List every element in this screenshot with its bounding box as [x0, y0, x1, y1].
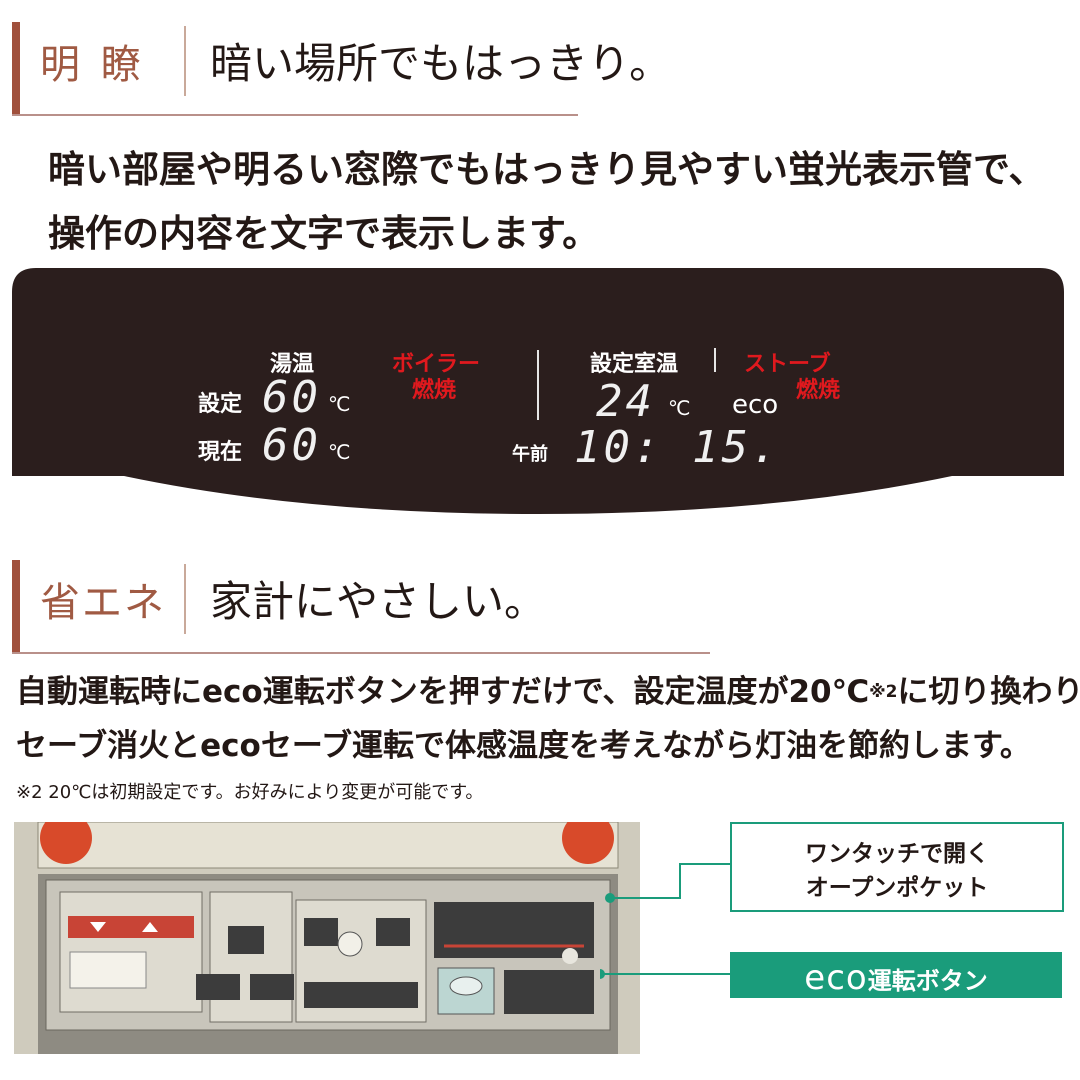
boiler-burn-label: 燃焼: [412, 378, 457, 403]
section-tag: 明 瞭: [40, 42, 145, 88]
clarity-body-line-1: 暗い部屋や明るい窓際でもはっきり見やすい蛍光表示管で、: [48, 148, 1046, 191]
heading-underline: [12, 114, 578, 116]
section-title: 家計にやさしい。: [210, 577, 547, 626]
heading-accent-bar: [12, 560, 20, 654]
room-temp-unit: ℃: [668, 396, 691, 420]
water-temp-label: 湯温: [270, 352, 315, 377]
eco-indicator: eco: [732, 390, 779, 420]
heading-divider: [184, 26, 186, 96]
section-title: 暗い場所でもはっきり。: [210, 39, 672, 88]
clarity-body-line-2: 操作の内容を文字で表示します。: [48, 212, 600, 255]
energy-body-line-1-text: 自動運転時にeco運転ボタンを押すだけで、設定温度が20℃: [16, 674, 870, 710]
room-temp-label: 設定室温: [590, 352, 679, 377]
current-temp-unit: ℃: [328, 440, 351, 464]
heading-divider: [184, 564, 186, 634]
setting-temp-value: 60: [262, 372, 321, 423]
section-energy-heading: 省エネ 家計にやさしい。: [12, 560, 710, 654]
setting-temp-unit: ℃: [328, 392, 351, 416]
energy-body-line-1: 自動運転時にeco運転ボタンを押すだけで、設定温度が20℃※2に切り換わり、: [16, 660, 1080, 724]
heading-underline: [12, 652, 710, 654]
section-clarity-heading: 明 瞭 暗い場所でもはっきり。: [12, 22, 671, 116]
callout-line-1: ワンタッチで開く: [805, 841, 989, 867]
footnote-mark: ※2: [869, 682, 898, 702]
am-label: 午前: [512, 444, 548, 465]
stove-burn-label: 燃焼: [796, 378, 841, 403]
footnote: ※2 20℃は初期設定です。お好みにより変更が可能です。: [16, 782, 484, 803]
open-pocket-callout: ワンタッチで開く オープンポケット: [730, 822, 1064, 912]
current-temp-value: 60: [262, 420, 321, 471]
boiler-label: ボイラー: [392, 352, 481, 377]
setting-label: 設定: [198, 392, 243, 417]
eco-button-label: eco運転ボタン: [730, 958, 1062, 998]
control-panel-illustration: [14, 822, 640, 1054]
energy-body-line-1-end: に切り換わり、: [897, 674, 1080, 710]
heading-accent-bar: [12, 22, 20, 116]
callout-line-2: オープンポケット: [805, 875, 989, 901]
stove-label: ストーブ: [744, 352, 831, 377]
eco-word: eco: [804, 958, 868, 998]
current-label: 現在: [198, 440, 243, 465]
room-temp-value: 24: [596, 376, 655, 427]
eco-rest: 運転ボタン: [867, 967, 988, 995]
energy-body-line-2: セーブ消火とecoセーブ運転で体感温度を考えながら灯油を節約します。: [16, 728, 1031, 764]
lcd-display-panel: 湯温 設定 60 ℃ 現在 60 ℃ ボイラー 燃焼 設定室温 24 ℃ eco…: [12, 268, 1064, 520]
lcd-panel-shape: [12, 268, 1064, 514]
control-panel-photo: [14, 822, 640, 1054]
callout-connectors: [600, 863, 732, 979]
eco-button-callout: eco運転ボタン: [730, 952, 1062, 998]
section-tag: 省エネ: [40, 580, 166, 626]
clock-time-value: 10: 15.: [574, 422, 781, 473]
